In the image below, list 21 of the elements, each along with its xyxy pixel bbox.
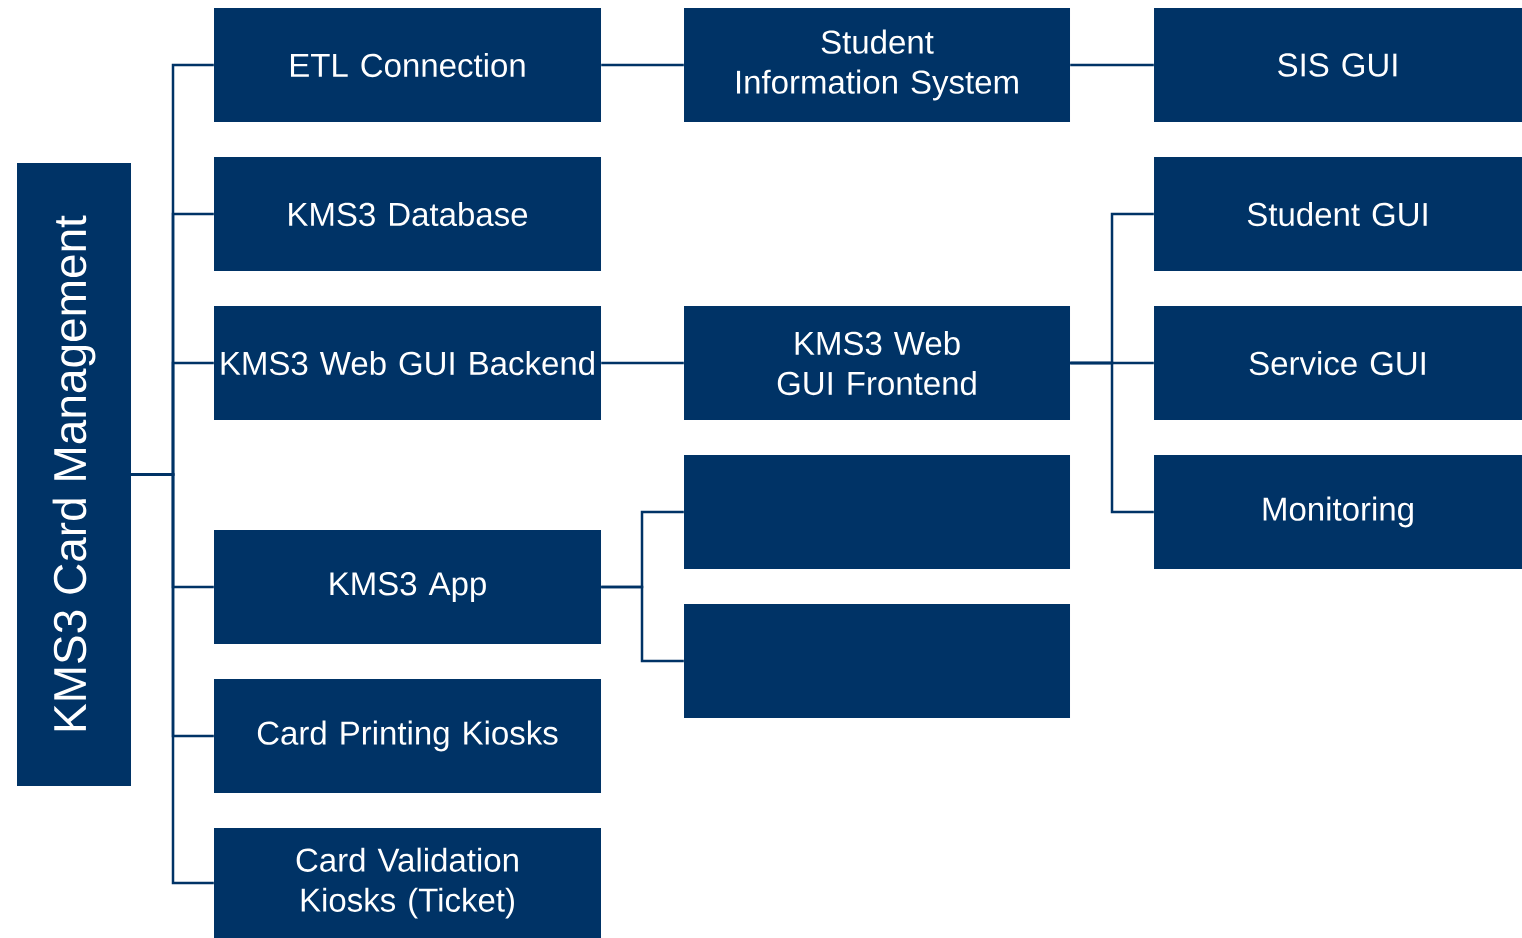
- process-box: Student Information System: [684, 8, 1070, 122]
- connector-line: [1070, 361, 1154, 514]
- process-box: KMS3 Web GUI Backend: [214, 306, 601, 420]
- empty-box: [684, 455, 1070, 569]
- connector-line: [601, 585, 684, 663]
- process-box: Student GUI: [1154, 157, 1522, 271]
- process-box: KMS3 Database: [214, 157, 601, 271]
- connector-line: [601, 63, 684, 67]
- connector-line: [1070, 63, 1154, 67]
- process-box: KMS3 App: [214, 530, 601, 644]
- connector-line: [131, 473, 214, 885]
- title-band: KMS3 Card Management: [17, 163, 131, 786]
- process-box: SIS GUI: [1154, 8, 1522, 122]
- process-box: Service GUI: [1154, 306, 1522, 420]
- process-box: Card Printing Kiosks: [214, 679, 601, 793]
- process-box: KMS3 Web GUI Frontend: [684, 306, 1070, 420]
- process-box: ETL Connection: [214, 8, 601, 122]
- process-box: Monitoring: [1154, 455, 1522, 569]
- process-box: Card Validation Kiosks (Ticket): [214, 828, 601, 938]
- empty-box: [684, 604, 1070, 718]
- connector-line: [601, 361, 684, 365]
